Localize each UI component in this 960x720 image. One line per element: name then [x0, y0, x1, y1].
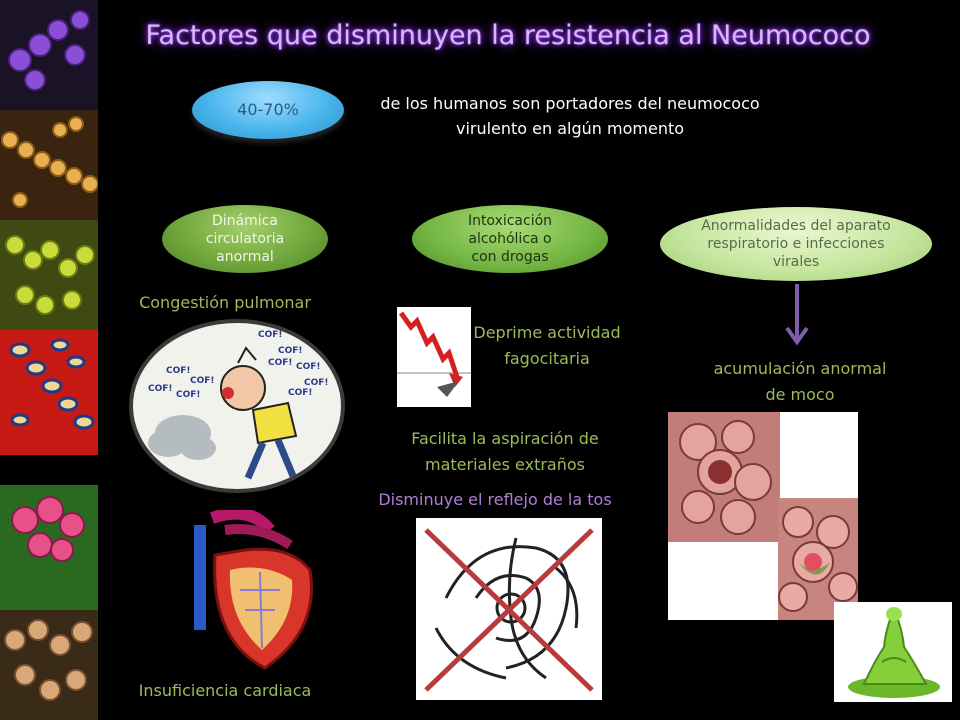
coughing-man-image: COF! COF! COF! COF! COF! COF! COF! COF! … [128, 318, 346, 494]
caption-aspiration: Facilita la aspiración de materiales ext… [380, 426, 630, 477]
caption-congestion: Congestión pulmonar [139, 293, 311, 312]
cough-bubble-8: COF! [304, 378, 329, 388]
heart-image [170, 510, 320, 670]
cough-bubble-10: COF! [288, 388, 313, 398]
arrow-down-icon [784, 284, 810, 346]
cough-bubble-9: COF! [268, 358, 293, 368]
caption-phagocytic-line-2: fagocitaria [504, 348, 590, 368]
caption-mucus-line-1: acumulación anormal [713, 359, 887, 378]
cough-bubble-3: COF! [176, 390, 201, 400]
cough-bubble-7: COF! [296, 362, 321, 372]
cough-bubble-6: COF! [278, 346, 303, 356]
cough-bubble-5: COF! [258, 330, 283, 340]
mucus-slime-image [834, 602, 952, 702]
caption-aspiration-line-2: materiales extraños [425, 454, 585, 474]
intro-line-2: virulento en algún momento [455, 118, 685, 138]
caption-mucus-line-2: de moco [765, 384, 835, 404]
caption-phagocytic-line-1: Deprime actividad [473, 323, 621, 342]
caption-cough-reflex: Disminuye el reflejo de la tos [378, 490, 612, 509]
caption-cardiac: Insuficiencia cardiaca [138, 681, 312, 700]
caption-phagocytic: Deprime actividad fagocitaria [462, 320, 632, 371]
alveoli-image [668, 412, 858, 620]
factor-circulatory: Dinámica circulatoria anormal [162, 205, 328, 273]
page-title: Factores que disminuyen la resistencia a… [145, 20, 871, 51]
cough-bubble-1: COF! [166, 366, 191, 376]
intro-line-1: de los humanos son portadores del neumoc… [380, 94, 760, 113]
percent-badge: 40-70% [192, 81, 344, 139]
caption-mucus: acumulación anormal de moco [690, 356, 910, 407]
crossed-sketch-image [416, 518, 602, 700]
falling-chart-image [397, 307, 471, 407]
bacteria-image-strip [0, 0, 98, 720]
factor-intoxication: Intoxicación alcohólica o con drogas [412, 205, 608, 273]
cough-bubble-2: COF! [148, 384, 173, 394]
cough-bubble-4: COF! [190, 376, 215, 386]
caption-aspiration-line-1: Facilita la aspiración de [411, 429, 599, 448]
intro-text: de los humanos son portadores del neumoc… [360, 92, 780, 142]
factor-respiratory: Anormalidades del aparato respiratorio e… [660, 207, 932, 281]
